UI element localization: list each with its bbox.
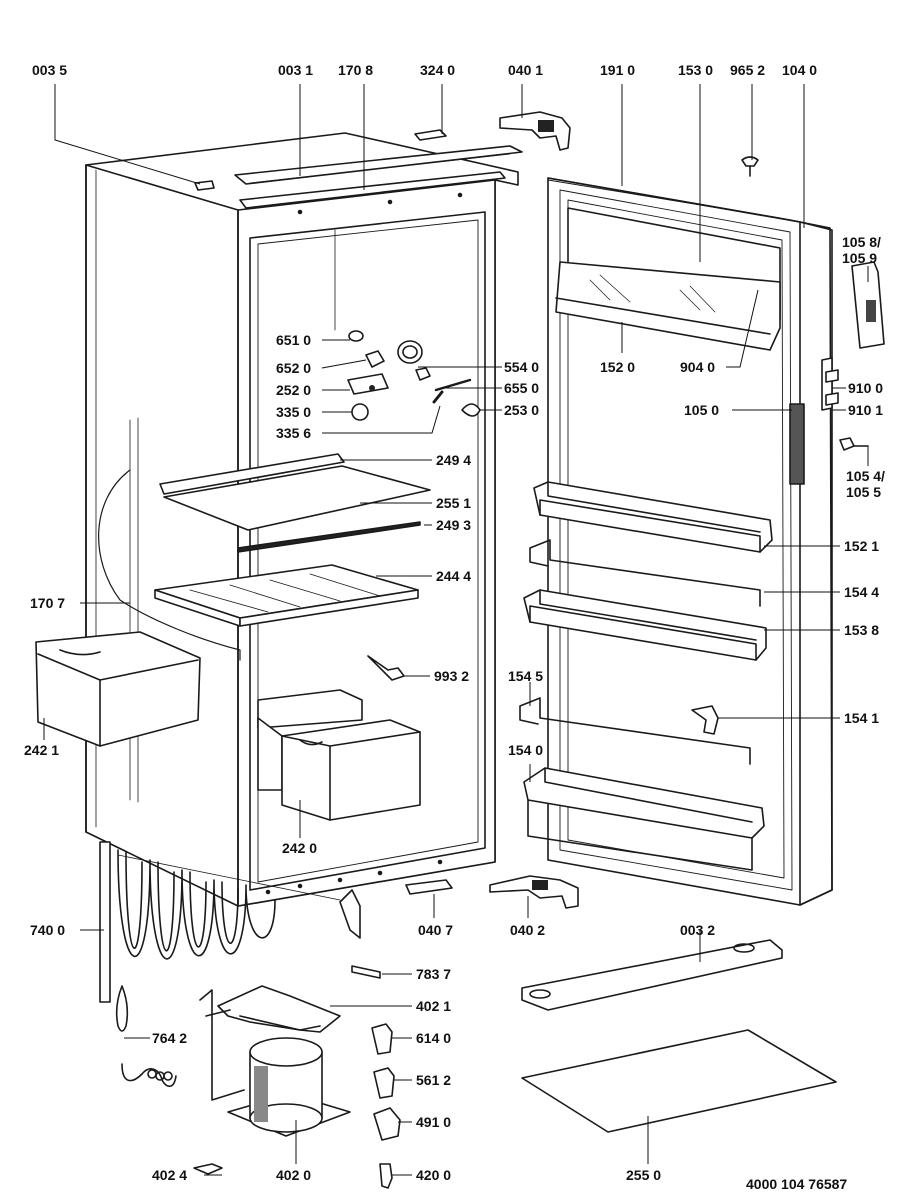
pipe-7837	[351, 965, 381, 979]
condenser	[99, 841, 361, 1003]
capacitor-4200	[379, 1163, 393, 1189]
part-label-2420: 242 0	[282, 840, 318, 856]
part-label-1707: 170 7	[30, 595, 66, 611]
part-label-9040: 904 0	[680, 359, 716, 375]
part-label-2494: 249 4	[436, 452, 472, 468]
part-label-1058: 105 8/	[842, 234, 881, 250]
part-label-1540: 154 0	[508, 742, 544, 758]
part-label-1708: 170 8	[338, 62, 374, 78]
part-label-9652: 965 2	[730, 62, 766, 78]
part-label-4910: 491 0	[416, 1114, 452, 1130]
document-code: 4000 104 76587	[746, 1176, 848, 1192]
control-parts	[347, 330, 481, 421]
leader-lines	[43, 84, 869, 1176]
part-label-2550: 255 0	[626, 1167, 662, 1183]
part-label-1520: 152 0	[600, 359, 636, 375]
part-label-1544: 154 4	[844, 584, 880, 600]
part-label-0407: 040 7	[418, 922, 454, 938]
dryer-filter	[115, 985, 177, 1088]
part-label-7837: 783 7	[416, 966, 452, 982]
part-label-6550: 655 0	[504, 380, 540, 396]
part-label-1521: 152 1	[844, 538, 880, 554]
shelf-244-4	[154, 564, 419, 627]
compressor	[199, 989, 351, 1137]
part-label-4200: 420 0	[416, 1167, 452, 1183]
bottle-shelf	[523, 767, 765, 871]
top-hinge	[499, 111, 571, 151]
part-label-2493: 249 3	[436, 517, 472, 533]
part-label-1050: 105 0	[684, 402, 720, 418]
part-label-1545: 154 5	[508, 668, 544, 684]
part-label-6520: 652 0	[276, 360, 312, 376]
part-label-5612: 561 2	[416, 1072, 452, 1088]
clip-1541	[691, 705, 719, 735]
crisper-left	[35, 631, 201, 747]
part-label-3356: 335 6	[276, 425, 312, 441]
part-label-2520: 252 0	[276, 382, 312, 398]
part-label-1040: 104 0	[782, 62, 818, 78]
part-label-1054: 105 4/	[846, 468, 885, 484]
glass-plate-2550	[521, 1029, 837, 1133]
dairy-compartment	[555, 207, 781, 351]
part-label-1059: 105 9	[842, 250, 878, 266]
drip-tray	[217, 985, 341, 1033]
door-shelf-1538	[523, 589, 767, 661]
part-label-0401: 040 1	[508, 62, 544, 78]
door-shelf-1521	[533, 481, 773, 553]
part-label-2421: 242 1	[24, 742, 60, 758]
part-label-1910: 191 0	[600, 62, 636, 78]
hinge-cover-9652	[741, 156, 759, 167]
part-label-0032: 003 2	[680, 922, 716, 938]
part-label-1538: 153 8	[844, 622, 880, 638]
part-label-6140: 614 0	[416, 1030, 452, 1046]
part-label-3240: 324 0	[420, 62, 456, 78]
part-label-6510: 651 0	[276, 332, 312, 348]
part-label-4024: 402 4	[152, 1167, 188, 1183]
glass-shelf-upper	[159, 453, 431, 553]
relay-6140	[371, 1023, 393, 1055]
part-label-0035: 003 5	[32, 62, 68, 78]
clip-4024	[193, 1163, 223, 1175]
part-label-7400: 740 0	[30, 922, 66, 938]
part-label-7642: 764 2	[152, 1030, 188, 1046]
part-label-2530: 253 0	[504, 402, 540, 418]
part-label-9100: 910 0	[848, 380, 884, 396]
cap-3240	[414, 129, 447, 141]
starter-5612	[373, 1067, 395, 1099]
part-label-1055: 105 5	[846, 484, 882, 500]
bracket-0407	[405, 879, 453, 895]
retaining-bar-1545	[519, 697, 751, 765]
part-label-4020: 402 0	[276, 1167, 312, 1183]
part-label-9932: 993 2	[434, 668, 470, 684]
top-rail	[234, 145, 523, 209]
part-label-1530: 153 0	[678, 62, 714, 78]
part-label-2551: 255 1	[436, 495, 472, 511]
crisper-drawer	[257, 689, 421, 821]
part-label-2444: 244 4	[436, 568, 472, 584]
part-label-9101: 910 1	[848, 402, 884, 418]
door-hardware	[821, 261, 885, 451]
part-label-1541: 154 1	[844, 710, 880, 726]
cover-4910	[373, 1107, 401, 1141]
part-label-4021: 402 1	[416, 998, 452, 1014]
bottom-hinge	[489, 875, 579, 909]
part-label-5540: 554 0	[504, 359, 540, 375]
part-label-3350: 335 0	[276, 404, 312, 420]
plinth-0032	[521, 939, 783, 1011]
retaining-bar-1544	[529, 539, 761, 607]
part-label-0402: 040 2	[510, 922, 546, 938]
corner-cap	[194, 180, 215, 191]
part-label-0031: 003 1	[278, 62, 314, 78]
